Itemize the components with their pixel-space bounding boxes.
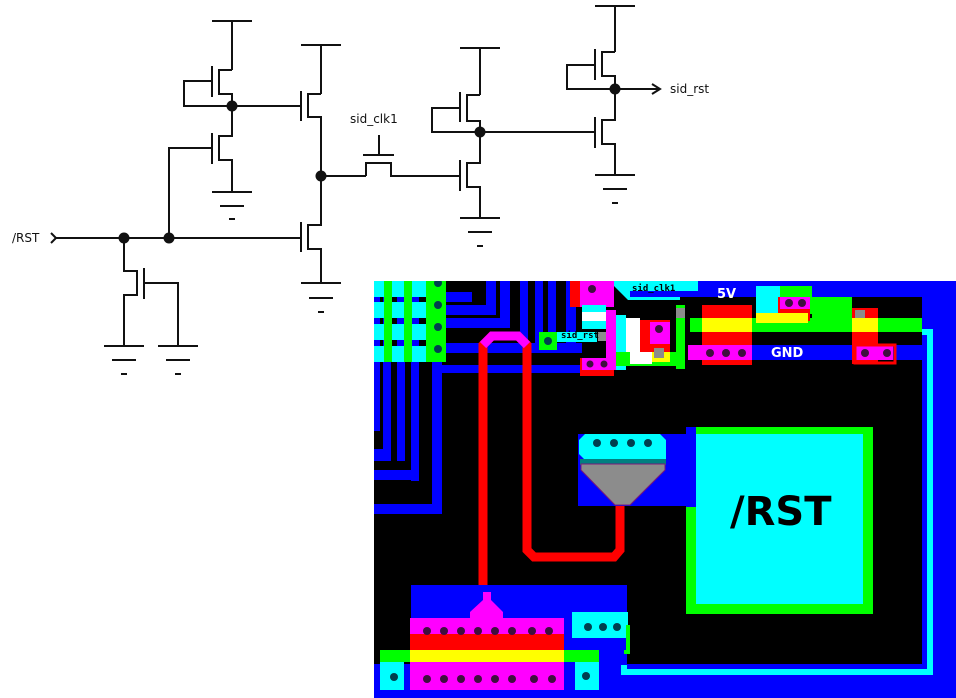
- schematic-wires: [50, 5, 662, 375]
- clock-label: sid_clk1: [350, 112, 398, 126]
- junction-dot: [118, 232, 130, 244]
- clock-pass-gate: [321, 135, 460, 177]
- pmos-load-a: [183, 66, 233, 107]
- rst-pad-label: /RST: [730, 489, 832, 535]
- rst-pad: [696, 434, 863, 604]
- vdd-supply-b: [301, 44, 341, 94]
- ground-e: [595, 174, 635, 204]
- junction-dot: [163, 232, 175, 244]
- gnd-label: GND: [771, 346, 804, 361]
- junction-dot: [315, 170, 327, 182]
- left-pad-array: [374, 281, 446, 362]
- vdd-supply-d: [460, 47, 500, 95]
- junction-dots: [118, 83, 621, 244]
- layout-view: 5V GND sid_clk1 sid_rst /RST: [374, 281, 956, 698]
- 5v-label: 5V: [717, 287, 737, 302]
- rst-input-arrow: [50, 232, 58, 244]
- pmos-d: [431, 92, 481, 133]
- pmos-e: [566, 49, 616, 90]
- sid-rst-net-label: sid_rst: [561, 331, 599, 341]
- power-rails: [621, 281, 938, 675]
- poly-overlap: [479, 331, 531, 349]
- metal-bus-left: [374, 281, 602, 514]
- junction-dot: [226, 100, 238, 112]
- nmos-c: [123, 238, 179, 346]
- bottom-transistor-array: [380, 585, 630, 690]
- nmos-b: [300, 176, 322, 283]
- ground-c2: [158, 345, 198, 375]
- pmos-b: [232, 91, 322, 176]
- via-contact-row: [579, 434, 666, 460]
- rst-input-label: /RST: [12, 231, 40, 245]
- ground-a: [212, 191, 252, 220]
- nmos-a: [168, 106, 233, 238]
- nmos-d: [459, 132, 481, 218]
- output-label: sid_rst: [670, 82, 709, 96]
- vdd-supply-a: [212, 20, 252, 70]
- nmos-e: [594, 89, 616, 175]
- junction-dot: [474, 126, 486, 138]
- layout-canvas: [374, 281, 956, 698]
- junction-dot: [609, 83, 621, 95]
- vdd-supply-e: [595, 5, 635, 52]
- ground-b: [301, 282, 341, 313]
- ground-c1: [104, 345, 144, 375]
- ground-d: [460, 217, 500, 247]
- via-taper: [580, 463, 666, 506]
- output-arrow: [651, 83, 662, 95]
- sid-clk1-net-label: sid_clk1: [632, 284, 676, 294]
